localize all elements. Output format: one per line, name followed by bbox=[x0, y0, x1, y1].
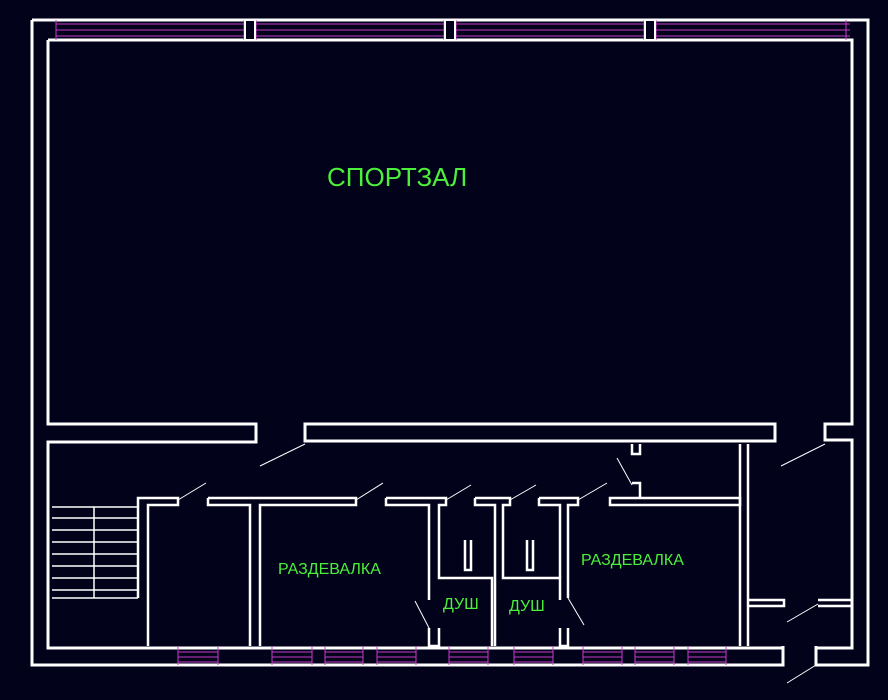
shower-left-label: ДУШ bbox=[443, 596, 479, 613]
top-window-piers bbox=[244, 19, 656, 41]
shower-right-label: ДУШ bbox=[509, 598, 545, 615]
gym-label: СПОРТЗАЛ bbox=[327, 162, 468, 192]
outer-walls bbox=[30, 18, 870, 667]
interior-walls bbox=[136, 444, 854, 648]
locker-room-left-label: РАЗДЕВАЛКА bbox=[278, 561, 381, 578]
door-swings bbox=[177, 443, 826, 684]
staircase bbox=[52, 506, 138, 599]
bottom-windows bbox=[177, 646, 727, 665]
locker-room-right-label: РАЗДЕВАЛКА bbox=[581, 552, 684, 569]
